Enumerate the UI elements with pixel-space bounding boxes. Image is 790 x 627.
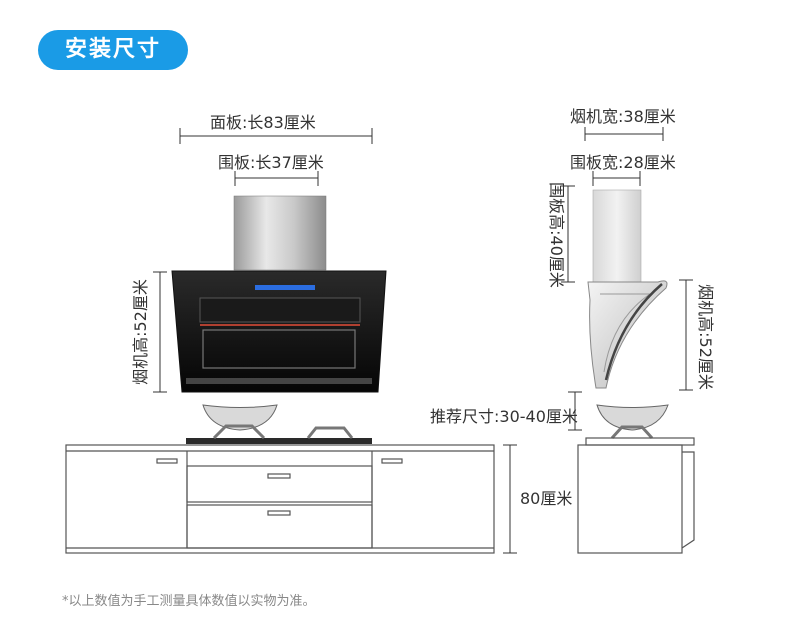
recommended-size-label: 推荐尺寸:30-40厘米: [430, 407, 578, 426]
cabinet-height-label: 80厘米: [520, 489, 573, 508]
shroud-height-dimension: [561, 185, 575, 283]
shroud-length-dimension: [234, 171, 319, 186]
panel-length-dimension: [179, 128, 373, 144]
shroud-height-label: 围板高:40厘米: [546, 182, 566, 288]
shroud-width-label: 围板宽:28厘米: [570, 153, 676, 172]
recommended-distance-dimension: [568, 391, 582, 431]
front-cabinet: [65, 444, 495, 554]
side-hood-height-label: 烟机高:52厘米: [695, 284, 715, 390]
side-hood-body: [587, 280, 668, 389]
front-hood-height-label: 烟机高:52厘米: [130, 279, 150, 385]
panel-length-label: 面板:长83厘米: [210, 113, 316, 132]
cabinet-height-dimension: [503, 444, 517, 554]
side-cabinet: [577, 437, 695, 554]
front-hood-display: [255, 285, 315, 290]
side-hood-height-dimension: [679, 279, 693, 391]
hood-width-label: 烟机宽:38厘米: [570, 107, 676, 126]
shroud-length-label: 围板:长37厘米: [218, 153, 324, 172]
section-title-badge: 安装尺寸: [38, 30, 188, 70]
footnote: *以上数值为手工测量具体数值以实物为准。: [62, 594, 316, 609]
shroud-width-dimension: [592, 171, 641, 186]
side-chimney-shroud: [592, 189, 642, 283]
front-chimney-shroud: [233, 195, 327, 271]
front-hood-height-dimension: [153, 271, 167, 393]
hood-width-dimension: [584, 127, 664, 141]
front-wok: [202, 404, 278, 431]
side-wok: [596, 404, 669, 431]
